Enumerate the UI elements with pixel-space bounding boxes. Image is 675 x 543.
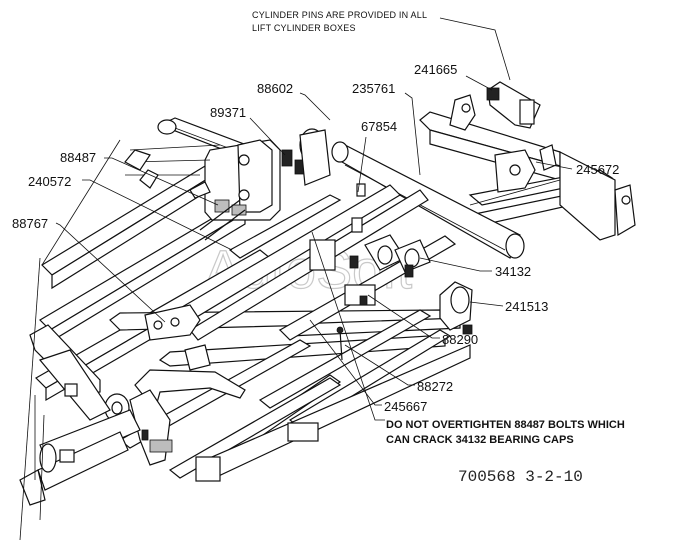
callout-88602: 88602 — [257, 81, 293, 96]
callout-89371: 89371 — [210, 105, 246, 120]
callout-235761: 235761 — [352, 81, 395, 96]
left-side-frame — [29, 324, 111, 521]
callout-241513: 241513 — [505, 299, 548, 314]
callout-88290: 88290 — [442, 332, 478, 347]
center-brackets — [309, 183, 376, 361]
top-note-line-1: CYLINDER PINS ARE PROVIDED IN ALL — [252, 10, 427, 20]
callout-241665: 241665 — [414, 62, 457, 77]
callout-34132: 34132 — [495, 264, 531, 279]
document-number: 700568 3-2-10 — [458, 468, 583, 486]
hydraulic-cylinder — [19, 409, 141, 506]
rockshaft-tube — [331, 141, 525, 259]
callout-labels: CYLINDER PINS ARE PROVIDED IN ALL LIFT C… — [12, 10, 625, 486]
callout-88767: 88767 — [12, 216, 48, 231]
warning-line-2: CAN CRACK 34132 BEARING CAPS — [386, 434, 574, 446]
callout-88272: 88272 — [417, 379, 453, 394]
frame-hatch — [124, 144, 221, 189]
right-bearing — [439, 281, 473, 335]
callout-67854: 67854 — [361, 119, 397, 134]
callout-245667: 245667 — [384, 399, 427, 414]
front-lift-arm — [104, 304, 246, 466]
callout-245672: 245672 — [576, 162, 619, 177]
lift-cylinder — [449, 81, 541, 131]
lift-arm-pivot — [299, 128, 331, 186]
top-note-line-2: LIFT CYLINDER BOXES — [252, 23, 356, 33]
lift-links — [158, 184, 429, 341]
leader-lines — [19, 17, 573, 541]
callout-88487: 88487 — [60, 150, 96, 165]
left-bracket-assembly — [189, 139, 306, 221]
warning-line-1: DO NOT OVERTIGHTEN 88487 BOLTS WHICH — [386, 419, 625, 431]
callout-240572: 240572 — [28, 174, 71, 189]
bearing-caps — [349, 234, 431, 278]
